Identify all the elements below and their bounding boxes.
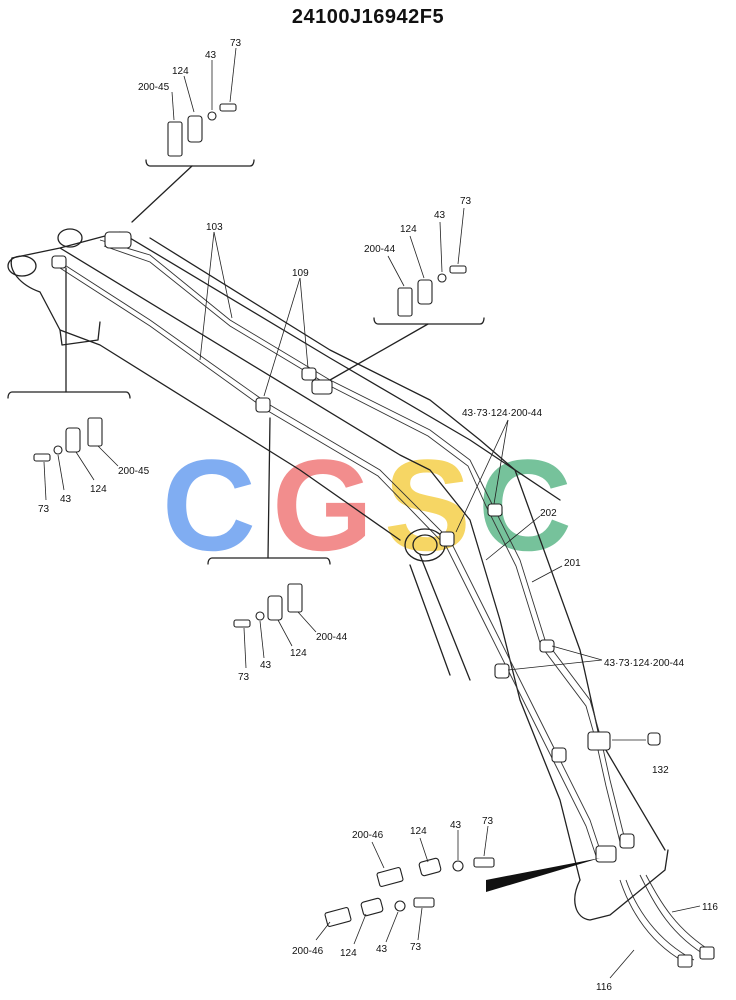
detail-top: 200-45 124 43 73 xyxy=(131,38,255,223)
clamp-124-mid xyxy=(267,595,283,621)
pointer-wedge xyxy=(486,858,600,892)
bolt-73-top xyxy=(219,103,237,112)
bolt-73-mid xyxy=(233,619,251,628)
label-109: 109 xyxy=(292,268,309,279)
clamp-124-left xyxy=(65,427,81,453)
plate-200-46-upper xyxy=(376,867,404,887)
label-124-mid: 124 xyxy=(290,648,307,659)
clamp-lower-c xyxy=(619,833,635,849)
washer-43-top xyxy=(207,111,217,121)
clamp-boom-foot xyxy=(51,255,67,269)
label-73-upper: 73 xyxy=(482,816,494,827)
label-43-top: 43 xyxy=(205,50,217,61)
drawing-title: 24100J16942F5 xyxy=(291,6,445,28)
label-103: 103 xyxy=(206,222,223,233)
label-200-44-mid: 200-44 xyxy=(316,632,348,643)
label-116-bottom: 116 xyxy=(596,982,612,993)
washer-43-mid xyxy=(255,611,265,621)
label-73-left: 73 xyxy=(38,504,50,515)
label-73-right: 73 xyxy=(460,196,472,207)
hose-ends xyxy=(677,946,715,968)
label-201: 201 xyxy=(564,558,581,569)
label-132: 132 xyxy=(652,765,669,776)
label-200-44-right: 200-44 xyxy=(364,244,396,255)
clamp-boom-top xyxy=(104,231,132,249)
washer-43-right xyxy=(437,273,447,283)
plate-200-45-left xyxy=(87,417,103,447)
label-43-right: 43 xyxy=(434,210,446,221)
watermark-letter-c1: C xyxy=(162,432,256,578)
part-callouts: 103 109 43·73·124·200-44 202 201 43·73·1… xyxy=(199,222,718,993)
clamp-202 xyxy=(439,531,455,547)
plate-200-44-right xyxy=(397,287,413,317)
detail-bottom: 200-46 124 43 73 200-46 124 43 73 xyxy=(292,816,600,959)
watermark: C G S C xyxy=(162,432,572,578)
bolt-132 xyxy=(647,732,661,746)
bolt-73-right xyxy=(449,265,467,274)
clamp-202-mid xyxy=(494,663,510,679)
clamp-201-top xyxy=(487,503,503,517)
label-200-45-left: 200-45 xyxy=(118,466,150,477)
washer-43-lower xyxy=(394,900,406,912)
label-124-top: 124 xyxy=(172,66,189,77)
bolt-73-left xyxy=(33,453,51,462)
label-124-upper: 124 xyxy=(410,826,427,837)
plate-200-46-lower xyxy=(324,907,352,927)
clamp-124-right xyxy=(417,279,433,305)
plate-200-44-mid xyxy=(287,583,303,613)
clamp-upper xyxy=(311,379,333,395)
detail-middle: 73 43 124 200-44 xyxy=(207,417,348,683)
label-200-46-upper: 200-46 xyxy=(352,830,384,841)
pipe-clamps xyxy=(51,231,635,863)
clamp-lower-b xyxy=(595,845,617,863)
label-43-left: 43 xyxy=(60,494,72,505)
plate-200-45-top xyxy=(167,121,183,157)
clamp-124-lower xyxy=(360,897,384,917)
label-73-top: 73 xyxy=(230,38,242,49)
hose-fitting-2 xyxy=(699,946,715,960)
clamp-201-mid xyxy=(539,639,555,653)
label-clamp-set-upper: 43·73·124·200-44 xyxy=(462,408,542,419)
detail-left: 73 43 124 200-45 xyxy=(7,267,150,515)
detail-right: 200-44 124 43 73 xyxy=(329,196,485,381)
clamp-mid-right xyxy=(301,367,317,381)
label-124-right: 124 xyxy=(400,224,417,235)
clamp-lower-a xyxy=(551,747,567,763)
label-124-left: 124 xyxy=(90,484,107,495)
boom xyxy=(7,228,669,921)
label-124-lower: 124 xyxy=(340,948,357,959)
bolt-73-upper xyxy=(473,857,495,868)
hose-fitting-1 xyxy=(677,954,693,968)
clamp-124-top xyxy=(187,115,203,143)
label-73-lower: 73 xyxy=(410,942,422,953)
label-43-lower: 43 xyxy=(376,944,388,955)
label-43-mid: 43 xyxy=(260,660,272,671)
label-200-45-top: 200-45 xyxy=(138,82,170,93)
label-200-46-lower: 200-46 xyxy=(292,946,324,957)
label-73-mid: 73 xyxy=(238,672,250,683)
watermark-letter-s: S xyxy=(384,432,471,578)
label-43-upper: 43 xyxy=(450,820,462,831)
label-clamp-set-lower: 43·73·124·200-44 xyxy=(604,658,684,669)
label-116-right: 116 xyxy=(702,902,718,913)
label-202: 202 xyxy=(540,508,557,519)
clamp-mid-left xyxy=(255,397,271,413)
clamp-124-upper xyxy=(418,857,442,877)
clamp-132 xyxy=(587,731,611,751)
washer-43-left xyxy=(53,445,63,455)
watermark-letter-g: G xyxy=(272,432,373,578)
washer-43-upper xyxy=(452,860,464,872)
bolt-73-lower xyxy=(413,897,435,908)
